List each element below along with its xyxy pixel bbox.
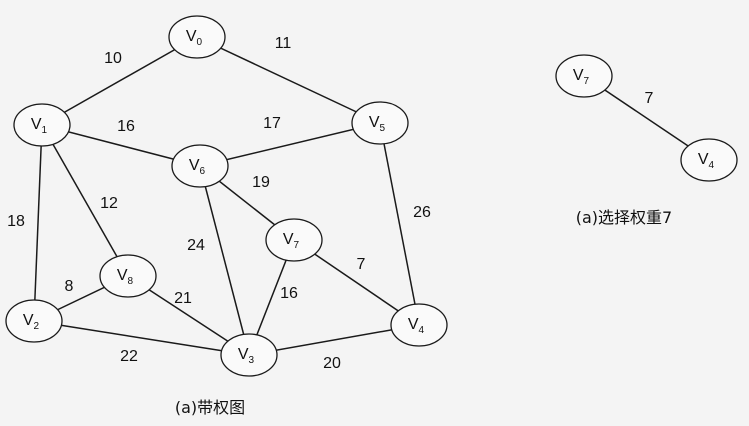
edge-v0-v5 [196,36,381,124]
node-v3: V3 [220,333,278,377]
edge-weight-v1-v6: 16 [117,118,135,135]
node-v8: V8 [99,254,157,298]
node-circle [220,333,278,377]
node-circle [5,299,63,343]
edge-weight-v5-v4: 26 [413,204,431,221]
selection-graph-caption: (a)选择权重7 [576,208,672,227]
node-circle [390,303,448,347]
node-circle [555,54,613,98]
node-v1: V1 [13,103,71,147]
edge-weight-v1-v2: 18 [7,213,25,230]
edge-weight-v6-v3: 24 [187,237,205,254]
node-s7: V7 [555,54,613,98]
edge-weight-v7-v4: 7 [357,256,366,273]
node-circle [13,103,71,147]
edge-weight-v2-v3: 22 [120,348,138,365]
node-v5: V5 [351,101,409,145]
node-circle [99,254,157,298]
node-v7: V7 [265,218,323,262]
edge-weight-v8-v3: 21 [174,290,192,307]
node-v2: V2 [5,299,63,343]
node-v4: V4 [390,303,448,347]
edge-v5-v4 [379,122,420,326]
node-circle [680,138,738,182]
edge-v0-v1 [41,36,198,126]
edge-weight-v7-v3: 16 [280,285,298,302]
edge-weight-v0-v5: 11 [275,35,292,52]
edge-v1-v8 [41,124,129,277]
main-graph-caption: (a)带权图 [175,398,245,417]
node-circle [171,144,229,188]
edge-v6-v3 [199,165,250,356]
edge-weight-v0-v1: 10 [104,50,122,67]
edge-weight-v1-v8: 12 [100,195,118,212]
edge-weight-v3-v4: 20 [323,355,341,372]
edge-v6-v5 [199,122,381,167]
edge-v1-v2 [33,124,43,322]
edge-weight-v2-v8: 8 [65,278,74,295]
node-circle [351,101,409,145]
edge-weight-v6-v5: 17 [263,115,281,132]
node-v6: V6 [171,144,229,188]
node-circle [168,15,226,59]
edge-weight-v6-v7: 19 [252,174,270,191]
edge-v3-v4 [248,324,420,356]
node-v0: V0 [168,15,226,59]
node-circle [265,218,323,262]
edge-weight-s7-s4: 7 [645,90,654,107]
weights-layer: 10 11 16 17 18 12 19 26 24 7 16 8 21 22 20 7 [7,35,653,372]
node-s4: V4 [680,138,738,182]
edge-v2-v3 [33,320,250,356]
